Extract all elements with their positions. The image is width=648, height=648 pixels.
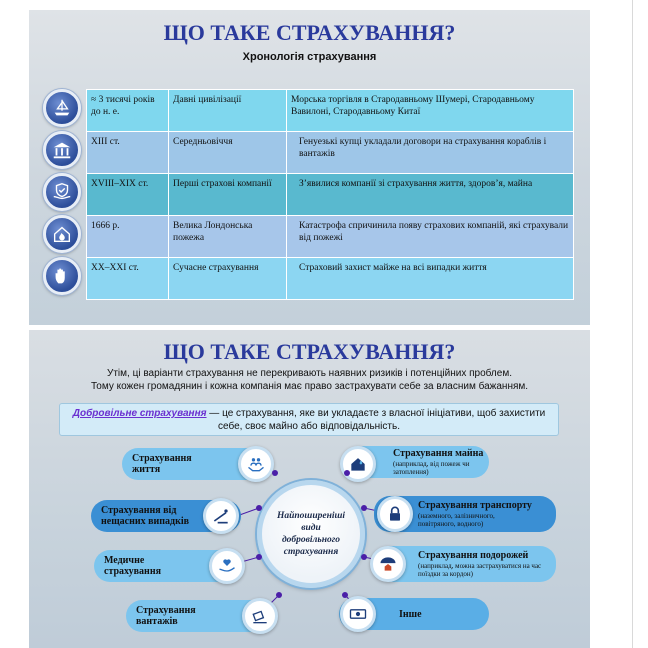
heart-hand-icon [209, 548, 245, 584]
definition-term: Добровільне страхування [72, 408, 207, 419]
period-cell: 1666 р. [86, 215, 169, 258]
pill-label: Медичне страхування [104, 555, 161, 577]
connector-dot [361, 554, 367, 560]
house-water-icon [340, 446, 376, 482]
pill-title: Страхування транспорту [418, 500, 532, 511]
pill-label: Страхування від нещасних випадків [101, 505, 190, 527]
definition-box: Добровільне страхування — це страхування… [59, 403, 559, 436]
connector-dot [342, 592, 348, 598]
connector-dot [256, 554, 262, 560]
description-cell: Страховий захист майже на всі випадки жи… [286, 257, 574, 300]
intro-line: Утім, ці варіанти страхування не перекри… [107, 368, 512, 379]
description-cell: Катастрофа спричинила появу страхових ко… [286, 215, 574, 258]
connector-dot [272, 470, 278, 476]
connector-dot [256, 505, 262, 511]
table-row: XIII ст. Середньовіччя Генуезькі купці у… [86, 131, 574, 174]
voluntary-insurance-slide: ЩО ТАКЕ СТРАХУВАННЯ? Утім, ці варіанти с… [29, 330, 590, 648]
pill-label: Інше [399, 608, 422, 620]
connector-dot [344, 470, 350, 476]
table-row: XVIII–XIX ст. Перші страхові компанії З’… [86, 173, 574, 216]
pill-note: (наприклад, можна застрахуватися на час … [418, 562, 542, 578]
timeline-slide: ЩО ТАКЕ СТРАХУВАННЯ? Хронологія страхува… [29, 10, 590, 325]
period-cell: XX–XXI ст. [86, 257, 169, 300]
pill-label: Страхування вантажів [136, 605, 196, 627]
period-cell: ≈ 3 тисячі років до н. е. [86, 89, 169, 132]
money-icon [340, 596, 376, 632]
pill-label: Страхування транспорту(наземного, залізн… [418, 500, 532, 528]
table-row: ≈ 3 тисячі років до н. е. Давні цивіліза… [86, 89, 574, 132]
period-cell: XIII ст. [86, 131, 169, 174]
intro-text: Утім, ці варіанти страхування не перекри… [49, 367, 570, 393]
definition-text: — це страхування, яке ви укладаєте з вла… [206, 408, 546, 432]
pill-note: (наземного, залізничного, повітряного, в… [418, 512, 495, 528]
lock-icon [377, 496, 413, 532]
connector-dot [276, 592, 282, 598]
slide-title: ЩО ТАКЕ СТРАХУВАННЯ? [163, 20, 456, 45]
cargo-icon [242, 598, 278, 634]
hand-stop-icon [43, 257, 81, 295]
pill-note: (наприклад, від пожеж чи затоплення) [393, 460, 470, 476]
pill-title: Страхування подорожей [418, 550, 529, 561]
center-label: Найпоширеніші види добровільного страхув… [276, 511, 346, 557]
era-cell: Перші страхові компанії [168, 173, 287, 216]
pill-title: Страхування майна [393, 448, 484, 459]
slide-title: ЩО ТАКЕ СТРАХУВАННЯ? [163, 339, 456, 364]
pill-label: Страхування подорожей(наприклад, можна з… [418, 550, 556, 578]
era-cell: Середньовіччя [168, 131, 287, 174]
page-edge [632, 0, 633, 648]
shield-hands-icon [43, 173, 81, 211]
timeline-table: ≈ 3 тисячі років до н. е. Давні цивіліза… [86, 89, 574, 300]
bank-icon [43, 131, 81, 169]
period-cell: XVIII–XIX ст. [86, 173, 169, 216]
table-row: 1666 р. Велика Лондонська пожежа Катастр… [86, 215, 574, 258]
description-cell: З’явилися компанії зі страхування життя,… [286, 173, 574, 216]
umbrella-house-icon [370, 546, 406, 582]
pill-label: Страхування майна(наприклад, від пожеж ч… [393, 448, 489, 476]
description-cell: Морська торгівля в Стародавньому Шумері,… [286, 89, 574, 132]
era-cell: Сучасне страхування [168, 257, 287, 300]
slide-subtitle: Хронологія страхування [242, 51, 377, 63]
pill-label: Страхування життя [132, 453, 192, 475]
ship-icon [43, 89, 81, 127]
family-hands-icon [238, 446, 274, 482]
house-fire-icon [43, 215, 81, 253]
table-row: XX–XXI ст. Сучасне страхування Страховий… [86, 257, 574, 300]
fall-icon [203, 498, 239, 534]
description-cell: Генуезькі купці укладали договори на стр… [286, 131, 574, 174]
era-cell: Давні цивілізації [168, 89, 287, 132]
center-circle: Найпоширеніші види добровільного страхув… [257, 480, 365, 588]
intro-line: Тому кожен громадянин і кожна компанія м… [90, 381, 529, 392]
era-cell: Велика Лондонська пожежа [168, 215, 287, 258]
connector-dot [361, 505, 367, 511]
